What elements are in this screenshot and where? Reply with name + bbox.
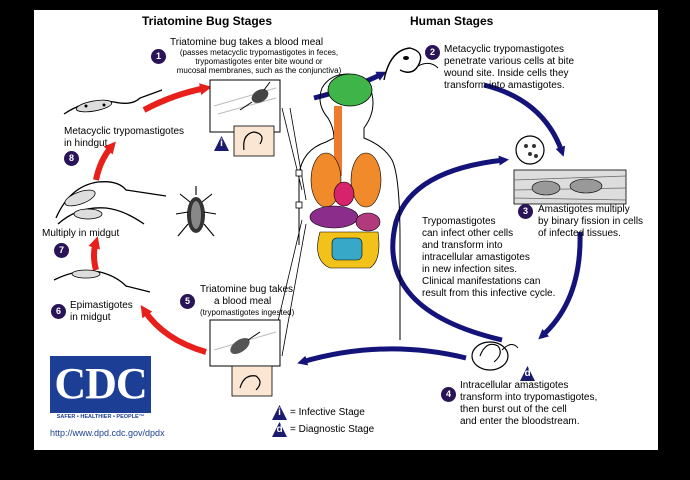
bite-site-marker-upper	[295, 169, 303, 177]
center-line-5: in new infection sites.	[422, 264, 518, 275]
step-2-line-4: transform into amastigotes.	[444, 80, 565, 91]
step-1-subtitle-1: (passes metacyclic trypomastigotes in fe…	[179, 48, 339, 57]
center-line-2: can infect other cells	[422, 228, 514, 239]
human-figure-icon	[298, 73, 401, 340]
step-1-badge: 1	[151, 49, 166, 64]
bug-cycle-arrows	[88, 83, 212, 355]
step-6-line-1: Epimastigotes	[70, 300, 133, 311]
bursting-cell-icon	[471, 341, 519, 371]
trypomastigote-icon-2	[383, 47, 439, 81]
step-2-line-2: penetrate various cells at bite	[444, 56, 575, 67]
center-line-4: intracellular amastigotes	[422, 252, 530, 263]
liver-icon	[309, 205, 359, 229]
step-6-line-2: in midgut	[70, 312, 111, 323]
step-6-badge: 6	[51, 304, 66, 319]
step-3-badge: 3	[518, 204, 533, 219]
infected-tissue-icon	[513, 135, 627, 205]
human-cycle-arrows	[297, 71, 583, 366]
step-4-line-2: transform into trypomastigotes,	[460, 392, 598, 403]
step-8-badge: 8	[64, 151, 79, 166]
metacyclic-trypomastigote-icon	[63, 89, 163, 115]
cdc-logo: CDC SAFER • HEALTHIER • PEOPLE™	[50, 356, 151, 424]
step-4-line-1: Intracellular amastigotes	[460, 380, 569, 391]
arrow-5-to-6	[140, 305, 207, 355]
brain-icon	[327, 73, 373, 107]
header-human-stages: Human Stages	[410, 14, 494, 28]
step-1-subtitle-3: mucosal membranes, such as the conjuncti…	[176, 66, 342, 75]
center-line-3: and transform into	[422, 240, 503, 251]
step-2-line-1: Metacyclic trypomastigotes	[444, 44, 565, 55]
cdc-wordmark: CDC	[54, 359, 147, 408]
legend-infective-label: = Infective Stage	[290, 407, 365, 418]
triatomine-bug-icon	[175, 186, 217, 237]
diagram-panel: Triatomine Bug Stages Human Stages 1 Tri…	[34, 10, 658, 450]
step-4-line-3: then burst out of the cell	[460, 404, 567, 415]
step-5-badge: 5	[180, 294, 195, 309]
step-8-line-2: in hindgut	[64, 138, 108, 149]
lung-right-icon	[350, 152, 382, 208]
center-line-6: Clinical manifestations can	[422, 276, 541, 287]
connector-lines	[273, 107, 307, 357]
step-4-line-4: and enter the bloodstream.	[460, 416, 580, 427]
heart-icon	[333, 181, 355, 207]
arrow-4-to-5	[297, 346, 467, 366]
infected-cell-icon	[515, 135, 545, 165]
step-8-line-1: Metacyclic trypomastigotes	[64, 126, 185, 137]
step-3-line-1: Amastigotes multiply	[538, 204, 630, 215]
esophagus	[334, 106, 342, 176]
step-5-line-1: Triatomine bug takes	[200, 284, 294, 295]
header-bug-stages: Triatomine Bug Stages	[142, 14, 273, 28]
stomach-icon	[355, 212, 381, 232]
step-3-line-3: of infected tissues.	[538, 228, 621, 239]
diagram-graphics	[53, 47, 627, 397]
step-7-label: Multiply in midgut	[42, 228, 120, 239]
arrow-inner-cycle	[390, 155, 509, 343]
bug-feeding-illustration-5	[209, 319, 281, 397]
step-4-badge: 4	[441, 387, 456, 402]
step-1-title: Triatomine bug takes a blood meal	[170, 37, 324, 48]
arrow-3-to-4	[538, 231, 583, 340]
cdc-tagline: SAFER • HEALTHIER • PEOPLE™	[56, 414, 145, 420]
arrow-6-to-7	[88, 236, 100, 271]
step-3-line-2: by binary fission in cells	[538, 216, 644, 227]
epimastigote-icon	[53, 269, 151, 293]
small-intestine-icon	[331, 237, 363, 261]
center-line-1: Trypomastigotes	[422, 216, 496, 227]
bug-feeding-illustration-1	[209, 79, 281, 157]
dividing-parasites-icon	[55, 181, 167, 225]
cdc-logo-box: CDC	[50, 356, 151, 413]
bite-site-marker-lower	[295, 201, 303, 209]
legend-diagnostic-label: = Diagnostic Stage	[290, 424, 375, 435]
step-5-line-2: a blood meal	[214, 296, 272, 307]
arrow-8-to-1	[142, 83, 212, 113]
step-7-badge: 7	[54, 243, 69, 258]
center-line-7: result from this infective cycle.	[422, 288, 556, 299]
step-1-subtitle-2: trypomastigotes enter bite wound or	[195, 57, 323, 66]
arrow-7-to-8	[93, 141, 116, 181]
arrow-2-to-3	[483, 82, 566, 157]
source-url[interactable]: http://www.dpd.cdc.gov/dpdx	[50, 428, 165, 438]
step-5-subtitle: (trypomastigotes ingested)	[200, 308, 295, 317]
step-2-badge: 2	[425, 45, 440, 60]
step-2-line-3: wound site. Inside cells they	[444, 68, 569, 79]
